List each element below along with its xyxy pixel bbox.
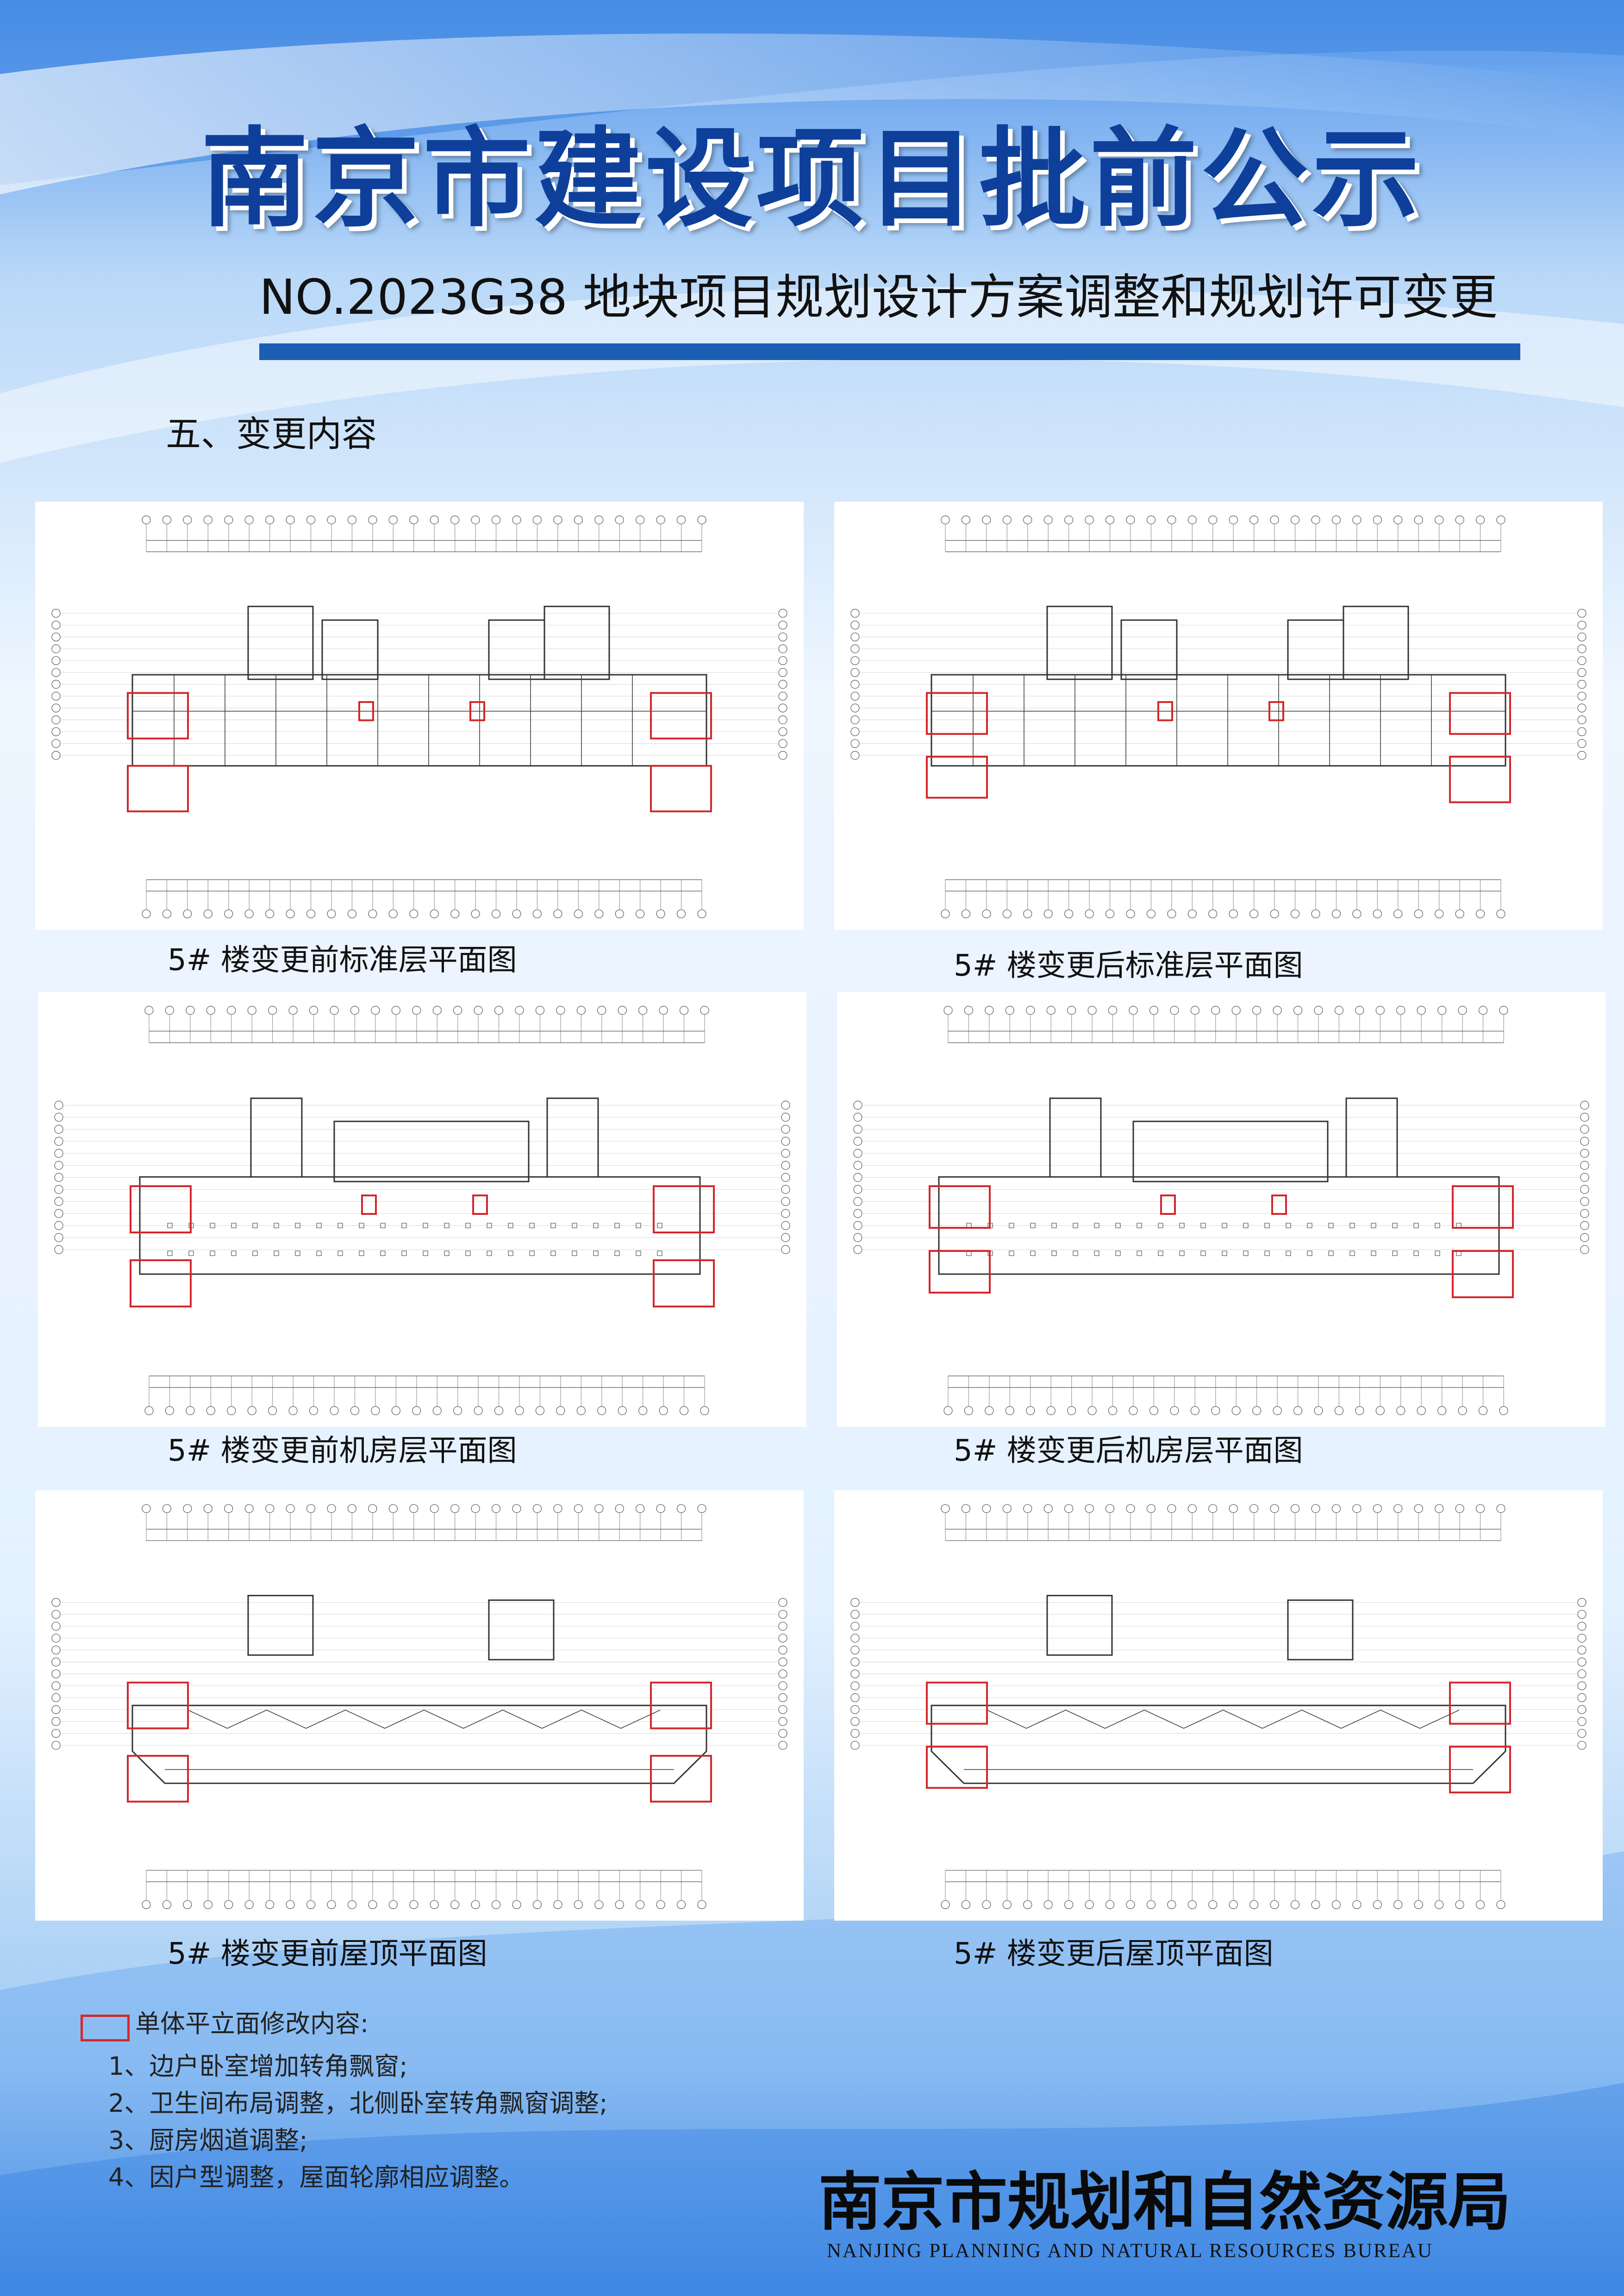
plan-standard-after (834, 502, 1603, 930)
caption-standard-before: 5# 楼变更前标准层平面图 (168, 943, 517, 977)
plan-roof-after (834, 1490, 1603, 1921)
plan-standard-before (35, 502, 804, 930)
plan-roof-before (35, 1490, 804, 1921)
legend-item-4: 4、因户型调整，屋面轮廓相应调整。 (108, 2163, 525, 2192)
section-heading: 五、变更内容 (166, 413, 377, 454)
legend-item-1: 1、边户卧室增加转角飘窗; (108, 2052, 408, 2081)
caption-roof-before: 5# 楼变更前屋顶平面图 (168, 1937, 487, 1971)
legend-title: 单体平立面修改内容: (135, 2009, 369, 2038)
caption-roof-after: 5# 楼变更后屋顶平面图 (954, 1937, 1274, 1971)
page-title: 南京市建设项目批前公示 (200, 115, 1423, 242)
plan-machine-before (38, 992, 806, 1427)
floor-plan-drawing (51, 1504, 787, 1909)
bureau-name-chinese: 南京市规划和自然资源局 (818, 2165, 1511, 2239)
floor-plan-drawing (850, 1504, 1587, 1909)
legend-item-3: 3、厨房烟道调整; (108, 2126, 308, 2155)
title-underline-bar (259, 343, 1520, 360)
bureau-name-english: NANJING PLANNING AND NATURAL RESOURCES B… (827, 2240, 1433, 2262)
floor-plan-drawing (850, 515, 1587, 919)
project-subtitle: NO.2023G38 地块项目规划设计方案调整和规划许可变更 (259, 269, 1498, 325)
legend-red-box (81, 2015, 130, 2041)
floor-plan-drawing (853, 1006, 1589, 1415)
floor-plan-drawing (54, 1006, 790, 1415)
caption-standard-after: 5# 楼变更后标准层平面图 (954, 949, 1303, 983)
floor-plan-drawing (51, 515, 787, 919)
caption-machine-before: 5# 楼变更前机房层平面图 (168, 1434, 517, 1468)
legend-item-2: 2、卫生间布局调整，北侧卧室转角飘窗调整; (108, 2089, 608, 2118)
plan-machine-after (837, 992, 1605, 1427)
caption-machine-after: 5# 楼变更后机房层平面图 (954, 1434, 1303, 1468)
